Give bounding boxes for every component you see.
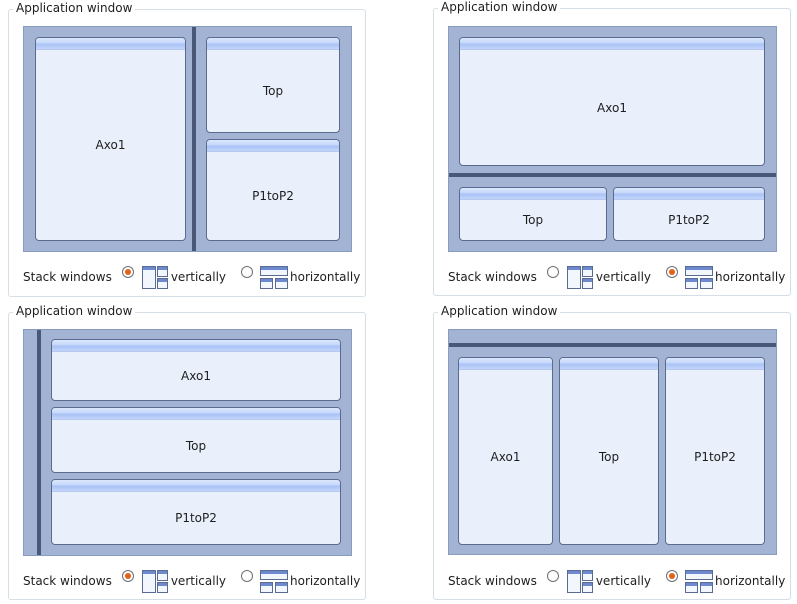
- horizontal-splitter[interactable]: [449, 343, 776, 347]
- stack-vertical-icon: [141, 265, 169, 289]
- window-title-bar: [207, 38, 339, 50]
- option-label-horizontally[interactable]: horizontally: [715, 574, 786, 588]
- application-window-preview: Axo1 Top P1toP2: [23, 26, 352, 252]
- radio-horizontally[interactable]: [666, 570, 679, 582]
- window-p1top2[interactable]: P1toP2: [206, 139, 340, 241]
- stack-windows-label: Stack windows: [23, 574, 112, 588]
- application-window-preview: Axo1 Top P1toP2: [23, 329, 352, 556]
- window-title-bar: [52, 480, 340, 492]
- stack-windows-row: Stack windows vertically horizontally: [448, 265, 785, 289]
- window-title-bar: [52, 340, 340, 352]
- vertical-splitter[interactable]: [192, 27, 196, 251]
- window-title-bar: [36, 38, 185, 50]
- option-label-horizontally[interactable]: horizontally: [290, 574, 361, 588]
- radio-vertically[interactable]: [121, 570, 134, 582]
- window-label: Top: [262, 84, 284, 98]
- horizontal-splitter[interactable]: [449, 173, 776, 177]
- window-title-bar: [666, 358, 764, 370]
- panel-3: Application window Axo1 Top P1toP2 Stack…: [8, 303, 366, 600]
- option-label-vertically[interactable]: vertically: [595, 270, 652, 284]
- window-p1top2[interactable]: P1toP2: [51, 479, 341, 545]
- window-label: Axo1: [490, 450, 521, 464]
- window-title-bar: [614, 188, 764, 200]
- window-label: P1toP2: [694, 450, 736, 464]
- panel-title: Application window: [13, 0, 136, 17]
- stack-horizontal-icon: [685, 265, 714, 289]
- window-title-bar: [460, 188, 606, 200]
- stack-horizontal-icon: [260, 265, 289, 289]
- window-label: Axo1: [181, 369, 211, 383]
- window-label: Top: [598, 450, 620, 464]
- window-label: Top: [185, 439, 207, 453]
- window-label: Axo1: [95, 138, 126, 152]
- panel-title: Application window: [13, 303, 136, 320]
- stack-vertical-icon: [141, 569, 169, 593]
- window-top[interactable]: Top: [559, 357, 659, 545]
- window-axo1[interactable]: Axo1: [458, 357, 553, 545]
- stack-windows-label: Stack windows: [23, 270, 112, 284]
- window-label: Top: [522, 213, 544, 227]
- window-top[interactable]: Top: [459, 187, 607, 241]
- option-label-horizontally[interactable]: horizontally: [715, 270, 786, 284]
- application-window-preview: Axo1 Top P1toP2: [448, 329, 777, 555]
- option-label-vertically[interactable]: vertically: [170, 270, 227, 284]
- option-label-horizontally[interactable]: horizontally: [290, 270, 361, 284]
- option-label-vertically[interactable]: vertically: [170, 574, 227, 588]
- window-label: P1toP2: [252, 189, 294, 203]
- radio-vertically[interactable]: [546, 570, 559, 582]
- stack-windows-label: Stack windows: [448, 574, 537, 588]
- window-title-bar: [460, 38, 764, 50]
- radio-vertically[interactable]: [546, 266, 559, 278]
- stack-windows-row: Stack windows vertically horizontally: [448, 569, 785, 593]
- window-axo1[interactable]: Axo1: [35, 37, 186, 241]
- window-title-bar: [560, 358, 658, 370]
- panel-title: Application window: [438, 0, 561, 16]
- radio-horizontally[interactable]: [241, 570, 254, 582]
- window-top[interactable]: Top: [206, 37, 340, 133]
- window-axo1[interactable]: Axo1: [51, 339, 341, 401]
- stack-horizontal-icon: [260, 569, 289, 593]
- vertical-splitter[interactable]: [37, 330, 41, 555]
- window-top[interactable]: Top: [51, 407, 341, 473]
- window-title-bar: [207, 140, 339, 152]
- window-title-bar: [459, 358, 552, 370]
- stack-windows-row: Stack windows vertically horizontally: [23, 265, 360, 289]
- stack-horizontal-icon: [685, 569, 714, 593]
- stack-vertical-icon: [566, 569, 594, 593]
- radio-horizontally[interactable]: [666, 266, 679, 278]
- stack-windows-label: Stack windows: [448, 270, 537, 284]
- window-axo1[interactable]: Axo1: [459, 37, 765, 166]
- stack-vertical-icon: [566, 265, 594, 289]
- panel-4: Application window Axo1 Top P1toP2 Stack…: [433, 303, 791, 600]
- stack-windows-row: Stack windows vertically horizontally: [23, 569, 360, 593]
- radio-vertically[interactable]: [121, 266, 134, 278]
- radio-horizontally[interactable]: [241, 266, 254, 278]
- application-window-preview: Axo1 Top P1toP2: [448, 26, 777, 252]
- panel-1: Application window Axo1 Top P1toP2 Stack…: [8, 0, 366, 297]
- panel-title: Application window: [438, 303, 561, 320]
- option-label-vertically[interactable]: vertically: [595, 574, 652, 588]
- window-label: Axo1: [597, 100, 627, 115]
- window-label: P1toP2: [668, 213, 710, 227]
- window-label: P1toP2: [175, 511, 217, 525]
- window-title-bar: [52, 408, 340, 420]
- panel-2: Application window Axo1 Top P1toP2 Stack…: [433, 0, 791, 296]
- window-p1top2[interactable]: P1toP2: [613, 187, 765, 241]
- window-p1top2[interactable]: P1toP2: [665, 357, 765, 545]
